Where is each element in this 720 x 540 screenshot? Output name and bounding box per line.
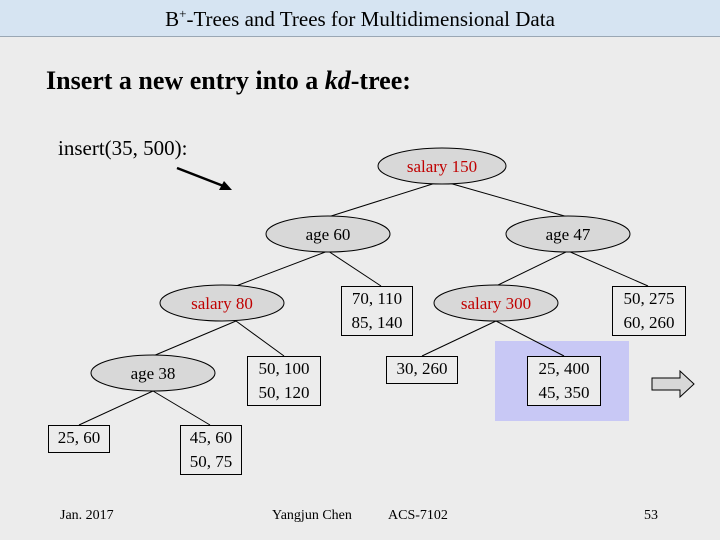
insert-pointer-line — [176, 166, 227, 189]
insert-call-label: insert(35, 500): — [58, 136, 188, 160]
footer-date: Jan. 2017 — [60, 508, 114, 523]
node-age-47-label: age 47 — [546, 225, 591, 244]
footer-course: ACS-7102 — [388, 508, 448, 523]
footer-page-number: 53 — [644, 508, 658, 523]
node-salary-300: salary 300 — [433, 284, 559, 322]
title-bar — [0, 0, 720, 37]
next-arrow-icon — [651, 369, 695, 399]
node-age-38-label: age 38 — [131, 364, 176, 383]
slide-heading: Insert a new entry into a kd-tree: — [46, 66, 411, 95]
leaf-25-60: 25, 60 — [48, 425, 110, 453]
node-salary-80: salary 80 — [159, 284, 285, 322]
node-salary-150-label: salary 150 — [407, 157, 477, 176]
node-salary-150: salary 150 — [377, 147, 507, 185]
node-age-47: age 47 — [505, 215, 631, 253]
leaf-30-260: 30, 260 — [386, 356, 458, 384]
slide-title: B+-Trees and Trees for Multidimensional … — [165, 6, 555, 31]
node-age-60: age 60 — [265, 215, 391, 253]
node-age-60-label: age 60 — [306, 225, 351, 244]
insert-pointer-arrowhead — [219, 181, 232, 190]
footer-author: Yangjun Chen — [272, 508, 352, 523]
node-salary-80-label: salary 80 — [191, 294, 253, 313]
node-salary-300-label: salary 300 — [461, 294, 531, 313]
node-age-38: age 38 — [90, 354, 216, 392]
